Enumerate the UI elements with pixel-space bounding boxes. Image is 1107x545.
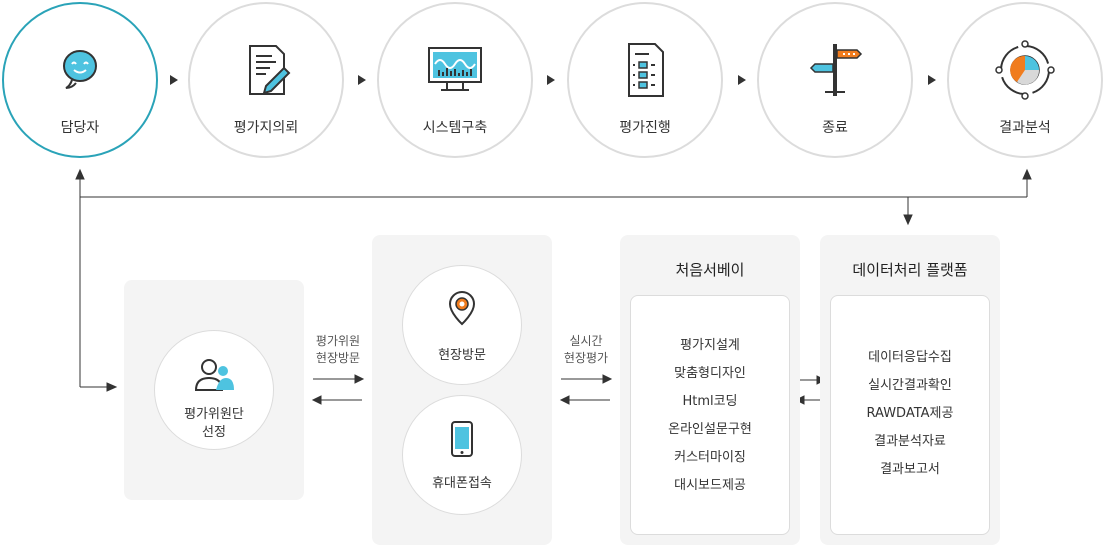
visit-label: 현장방문 xyxy=(438,348,486,363)
mobile-circle: 휴대폰접속 xyxy=(402,395,522,515)
evaluator-label: 평가위원단 xyxy=(184,407,244,422)
step-label: 종료 xyxy=(822,120,848,136)
step-label: 평가지의뢰 xyxy=(233,120,299,136)
step-label: 평가진행 xyxy=(619,120,671,136)
survey-item: 맞춤형디자인 xyxy=(674,366,746,381)
monitor-chart-icon xyxy=(428,47,482,91)
location-pin-icon xyxy=(448,290,476,326)
platform-item: 데이터응답수집 xyxy=(868,350,952,365)
step-circle-manager: 담당자 xyxy=(2,2,158,158)
evaluator-circle: 평가위원단 선정 xyxy=(154,330,274,450)
step-circle-request: 평가지의뢰 xyxy=(188,2,344,158)
arrow-right-icon xyxy=(738,75,746,85)
document-pencil-icon xyxy=(249,45,291,95)
survey-item: 온라인설문구현 xyxy=(668,422,752,437)
checklist-icon xyxy=(628,43,664,97)
flow-label-line: 실시간 xyxy=(569,334,603,348)
step-label: 담당자 xyxy=(60,120,100,136)
platform-item: RAWDATA제공 xyxy=(866,406,954,421)
step-label: 결과분석 xyxy=(999,120,1051,136)
step-circle-analysis: 결과분석 xyxy=(947,2,1103,158)
step-circle-end: 종료 xyxy=(757,2,913,158)
flow-label-visit: 평가위원 현장방문 xyxy=(304,333,372,367)
evaluator-label-sub: 선정 xyxy=(202,425,226,440)
flow-label-realtime: 실시간 현장평가 xyxy=(552,333,620,367)
smartphone-icon xyxy=(451,421,473,457)
survey-item: 대시보드제공 xyxy=(674,478,746,493)
arrow-right-icon xyxy=(547,75,555,85)
flow-label-line: 현장평가 xyxy=(563,351,609,365)
platform-item: 결과분석자료 xyxy=(874,434,946,449)
flow-label-line: 평가위원 xyxy=(315,334,361,348)
smile-face-icon xyxy=(63,50,97,89)
survey-item: 평가지설계 xyxy=(680,338,740,353)
arrow-right-icon xyxy=(358,75,366,85)
users-icon xyxy=(194,359,234,391)
arrow-right-icon xyxy=(170,75,178,85)
survey-title: 처음서베이 xyxy=(675,261,745,279)
survey-item: 커스터마이징 xyxy=(674,450,746,465)
mobile-label: 휴대폰접속 xyxy=(432,476,492,491)
visit-circle: 현장방문 xyxy=(402,265,522,385)
arrow-right-icon xyxy=(928,75,936,85)
step-circle-build: 시스템구축 xyxy=(377,2,533,158)
flow-label-line: 현장방문 xyxy=(315,351,361,365)
platform-title: 데이터처리 플랫폼 xyxy=(852,261,968,279)
step-label: 시스템구축 xyxy=(422,120,488,136)
survey-item: Html코딩 xyxy=(682,394,738,409)
target-pie-icon xyxy=(995,40,1055,100)
step-circle-progress: 평가진행 xyxy=(567,2,723,158)
visit-panel: 현장방문 휴대폰접속 xyxy=(372,235,552,545)
signpost-icon xyxy=(809,44,863,96)
platform-item: 실시간결과확인 xyxy=(868,378,952,393)
platform-item: 결과보고서 xyxy=(880,462,940,477)
evaluator-panel: 평가위원단 선정 xyxy=(124,280,304,500)
